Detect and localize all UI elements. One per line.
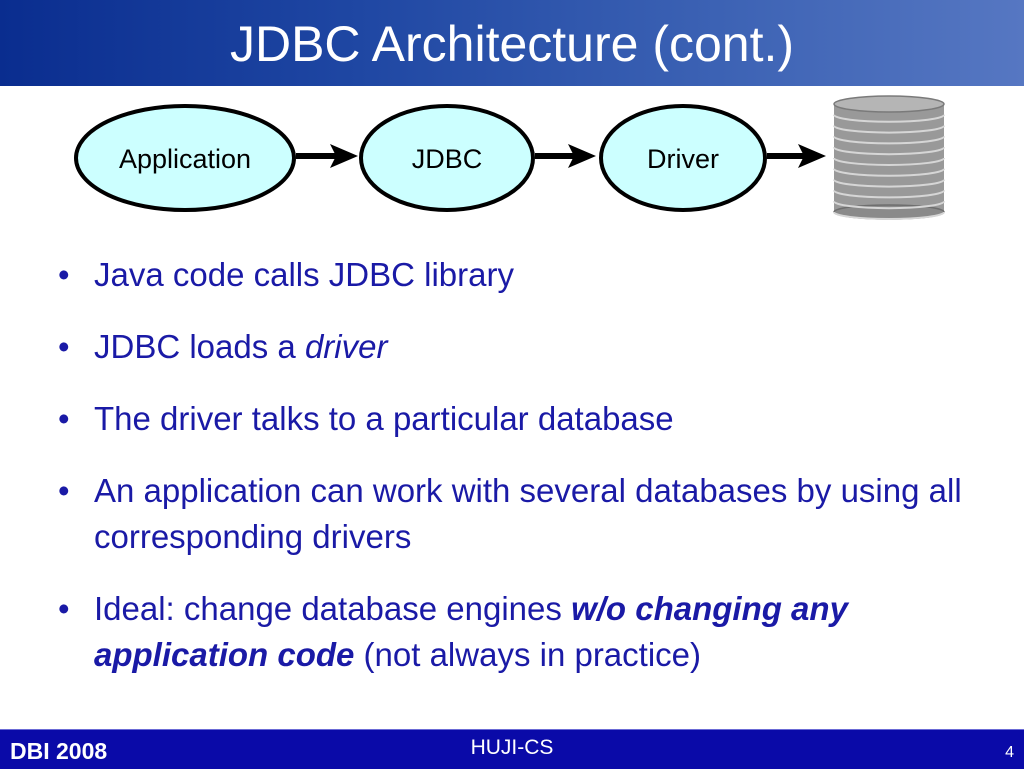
bullet-item: • The driver talks to a particular databa… [58,396,978,442]
footer-bar: DBI 2008 HUJI-CS 4 [0,729,1024,769]
bullet-text: Java code calls JDBC library [94,256,514,293]
bullet-text: JDBC loads a [94,328,305,365]
node-driver: Driver [599,104,767,212]
arrow-application-to-jdbc [296,144,358,168]
bullet-symbol: • [58,256,70,293]
bullet-text: The driver talks to a particular databas… [94,400,674,437]
node-jdbc: JDBC [359,104,535,212]
title-bar: JDBC Architecture (cont.) [0,0,1024,86]
node-application: Application [74,104,296,212]
bullet-symbol: • [58,328,70,365]
arrow-jdbc-to-driver [535,144,596,168]
database-disk-ring [833,125,945,134]
node-jdbc-label: JDBC [412,144,483,174]
footer-institution: HUJI-CS [470,736,554,759]
database-icon [833,95,945,220]
bullet-item: • JDBC loads a driver [58,324,978,370]
bullet-symbol: • [58,400,70,437]
architecture-diagram: Application JDBC Driver [74,95,945,220]
database-disk-ring [833,200,945,210]
database-disk-ring [833,211,945,220]
database-disk-ring [833,157,945,166]
database-disk-ring [833,146,945,156]
slide-title: JDBC Architecture (cont.) [229,16,795,72]
bullet-item: • Java code calls JDBC library [58,252,978,298]
bullet-list: • Java code calls JDBC library • JDBC loads… [58,252,978,704]
bullet-item: • Ideal: change database engines w/o chan… [58,586,978,678]
arrow-driver-to-database [767,144,826,168]
bullet-symbol: • [58,472,70,509]
node-application-label: Application [119,144,251,174]
node-driver-label: Driver [647,144,719,174]
database-disk-ring [833,179,945,188]
bullet-text: driver [304,328,388,365]
bullet-symbol: • [58,590,70,627]
page-number: 4 [1005,744,1014,761]
database-disk-ring [833,168,945,177]
bullet-item: • An application can work with several da… [58,468,978,560]
footer-course: DBI 2008 [10,738,108,764]
bullet-text: (not always in practice) [354,636,702,673]
bullet-text: Ideal: change database engines [94,590,572,627]
database-disk-ring [833,190,945,199]
bullet-text: w/o changing any application code [94,590,848,673]
database-disk-ring [833,136,945,145]
bullet-text: An application can work with several dat… [94,472,962,555]
database-disk-ring [833,114,945,123]
